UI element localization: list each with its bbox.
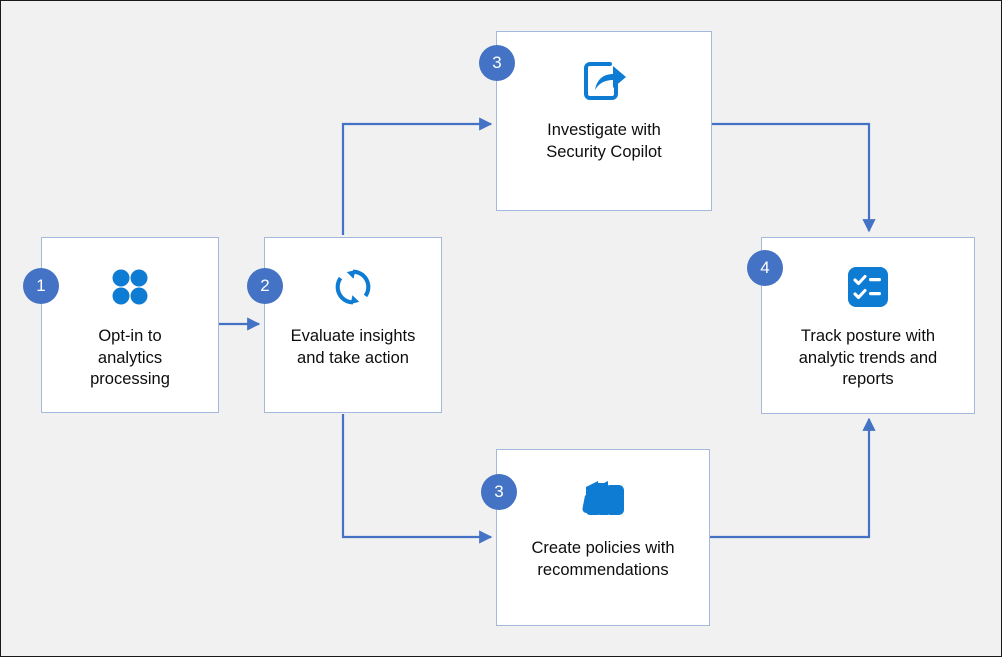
share-export-icon [579,50,629,112]
node-label: Track posture with analytic trends and r… [798,327,938,389]
node-label: Create policies with recommendations [531,539,675,579]
node-label: Investigate with Security Copilot [546,121,662,161]
step-badge-1: 1 [23,268,59,304]
step-badge-4: 4 [747,250,783,286]
step-badge-2: 2 [247,268,283,304]
node-opt-in-to-analytics-processing[interactable]: Opt-in to analytics processing [41,237,219,413]
step-badge-3-bottom: 3 [481,474,517,510]
stacked-layers-icon [578,468,628,530]
node-label: Opt-in to analytics processing [90,327,170,389]
node-evaluate-insights-and-take-action[interactable]: Evaluate insights and take action [264,237,442,413]
node-label: Evaluate insights and take action [290,327,416,367]
refresh-sync-icon [330,256,376,318]
four-dots-grid-icon [108,256,152,318]
node-investigate-with-security-copilot[interactable]: Investigate with Security Copilot [496,31,712,211]
connector-node2-node3b [341,414,493,544]
connector-node3b-node4 [710,417,876,539]
node-track-posture-with-analytic-trends-and-reports[interactable]: Track posture with analytic trends and r… [761,237,975,414]
checklist-icon [846,256,890,318]
connector-node2-node3a [341,117,493,235]
step-badge-3-top: 3 [479,45,515,81]
node-create-policies-with-recommendations[interactable]: Create policies with recommendations [496,449,710,626]
connector-node3a-node4 [712,122,876,233]
